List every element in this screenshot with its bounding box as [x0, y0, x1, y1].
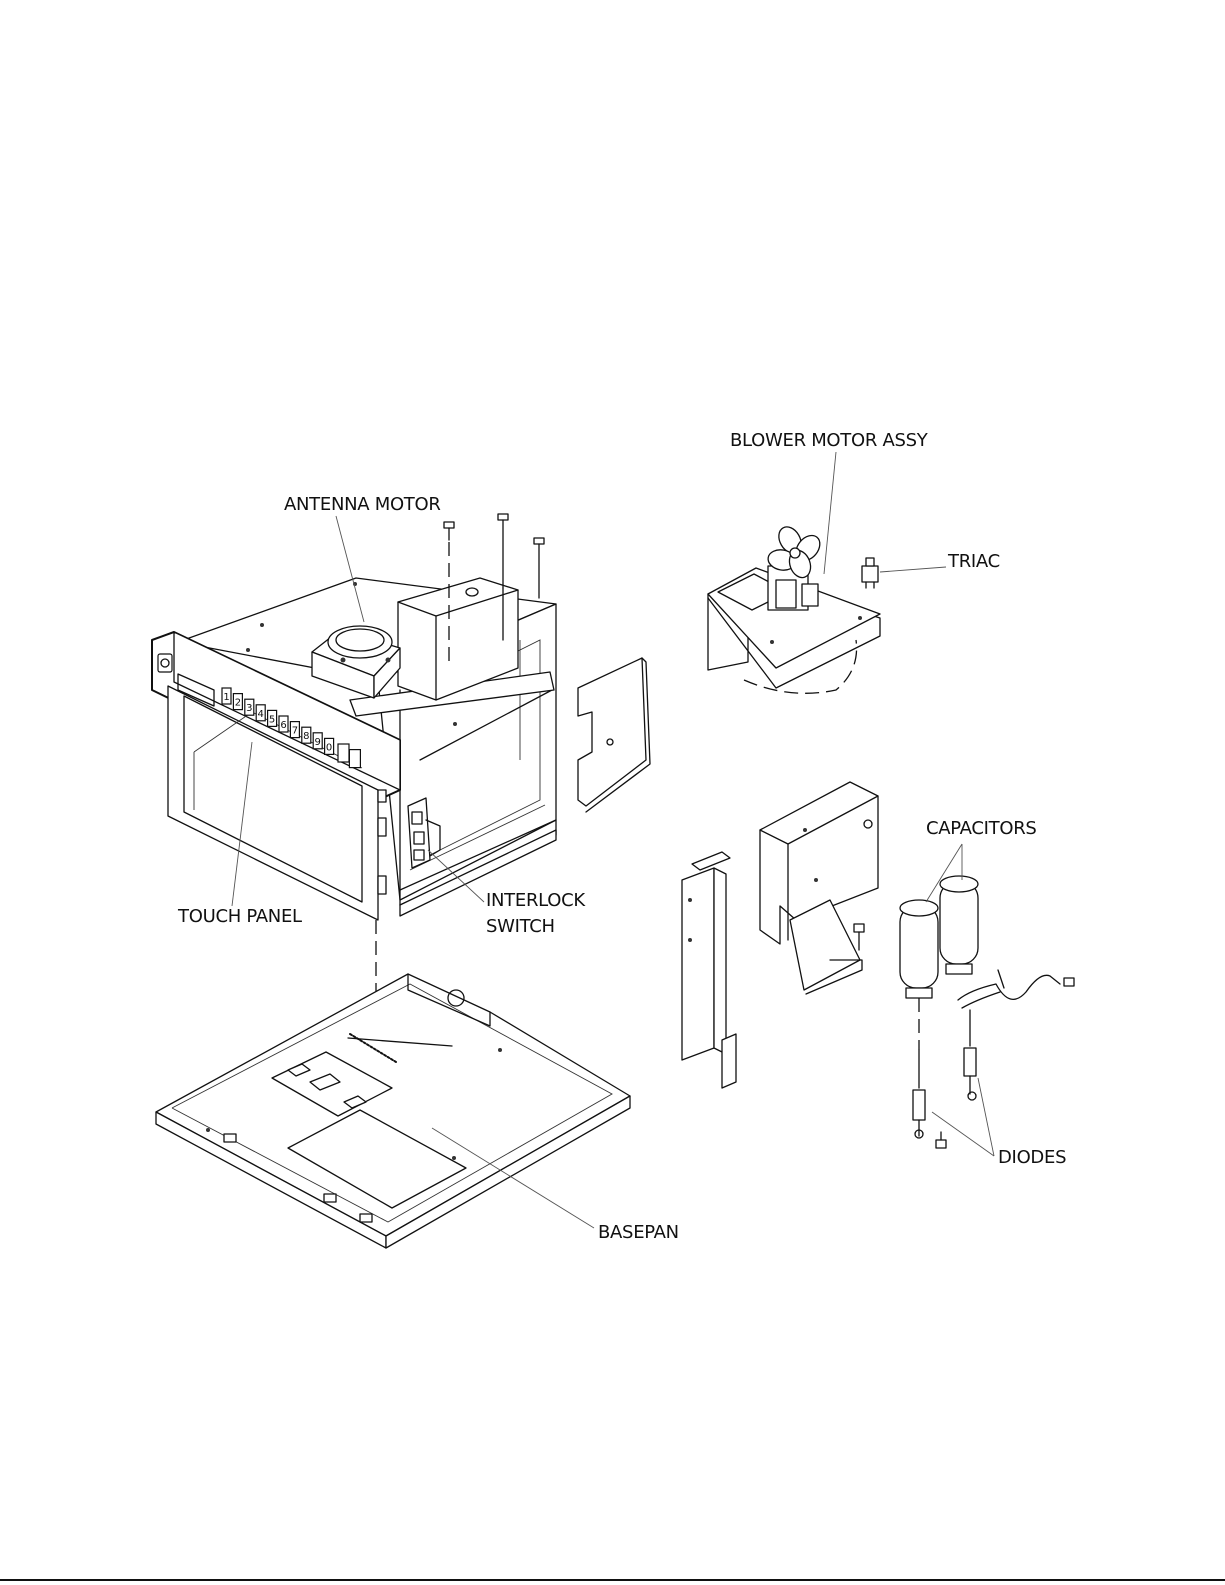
triac: [862, 558, 878, 588]
screw: [854, 924, 864, 950]
mounting-channel: [682, 852, 736, 1088]
screw: [936, 1132, 946, 1148]
keypad-key-label: 7: [292, 726, 298, 737]
screw: [534, 538, 544, 598]
side-shield-plate: [578, 658, 650, 812]
keypad-key-label: 9: [315, 737, 321, 748]
label-diodes: DIODES: [998, 1147, 1066, 1168]
keypad-key-label: 6: [280, 720, 286, 731]
diodes: [913, 1010, 976, 1148]
keypad-key-label: 3: [246, 703, 252, 714]
label-interlock-switch-line2: SWITCH: [486, 916, 555, 937]
capacitors: [900, 876, 978, 1050]
blower-motor-assy: [708, 523, 880, 693]
label-interlock-switch-line1: INTERLOCK: [486, 890, 586, 911]
label-antenna-motor: ANTENNA MOTOR: [284, 494, 441, 515]
label-blower-motor-assy: BLOWER MOTOR ASSY: [730, 430, 929, 451]
keypad-key-label: 4: [258, 709, 264, 720]
keypad-key-label: 0: [326, 742, 332, 753]
capacitor-strap: [958, 970, 1074, 1008]
diode: [913, 1050, 925, 1138]
start-icon: [349, 750, 360, 768]
label-basepan: BASEPAN: [598, 1222, 679, 1243]
basepan: [156, 974, 630, 1248]
label-triac: TRIAC: [947, 551, 1000, 572]
keypad-key-label: 5: [269, 714, 275, 725]
capacitor: [940, 876, 978, 974]
label-capacitors: CAPACITORS: [926, 818, 1037, 839]
keypad-key-label: 1: [223, 692, 229, 703]
label-touch-panel: TOUCH PANEL: [177, 906, 302, 927]
capacitor: [900, 900, 938, 1050]
hv-bracket: [760, 782, 878, 994]
diode: [964, 1010, 976, 1100]
keypad-key-label: 2: [235, 698, 241, 709]
keypad-key-label: 8: [303, 731, 309, 742]
check-icon: [338, 744, 349, 762]
